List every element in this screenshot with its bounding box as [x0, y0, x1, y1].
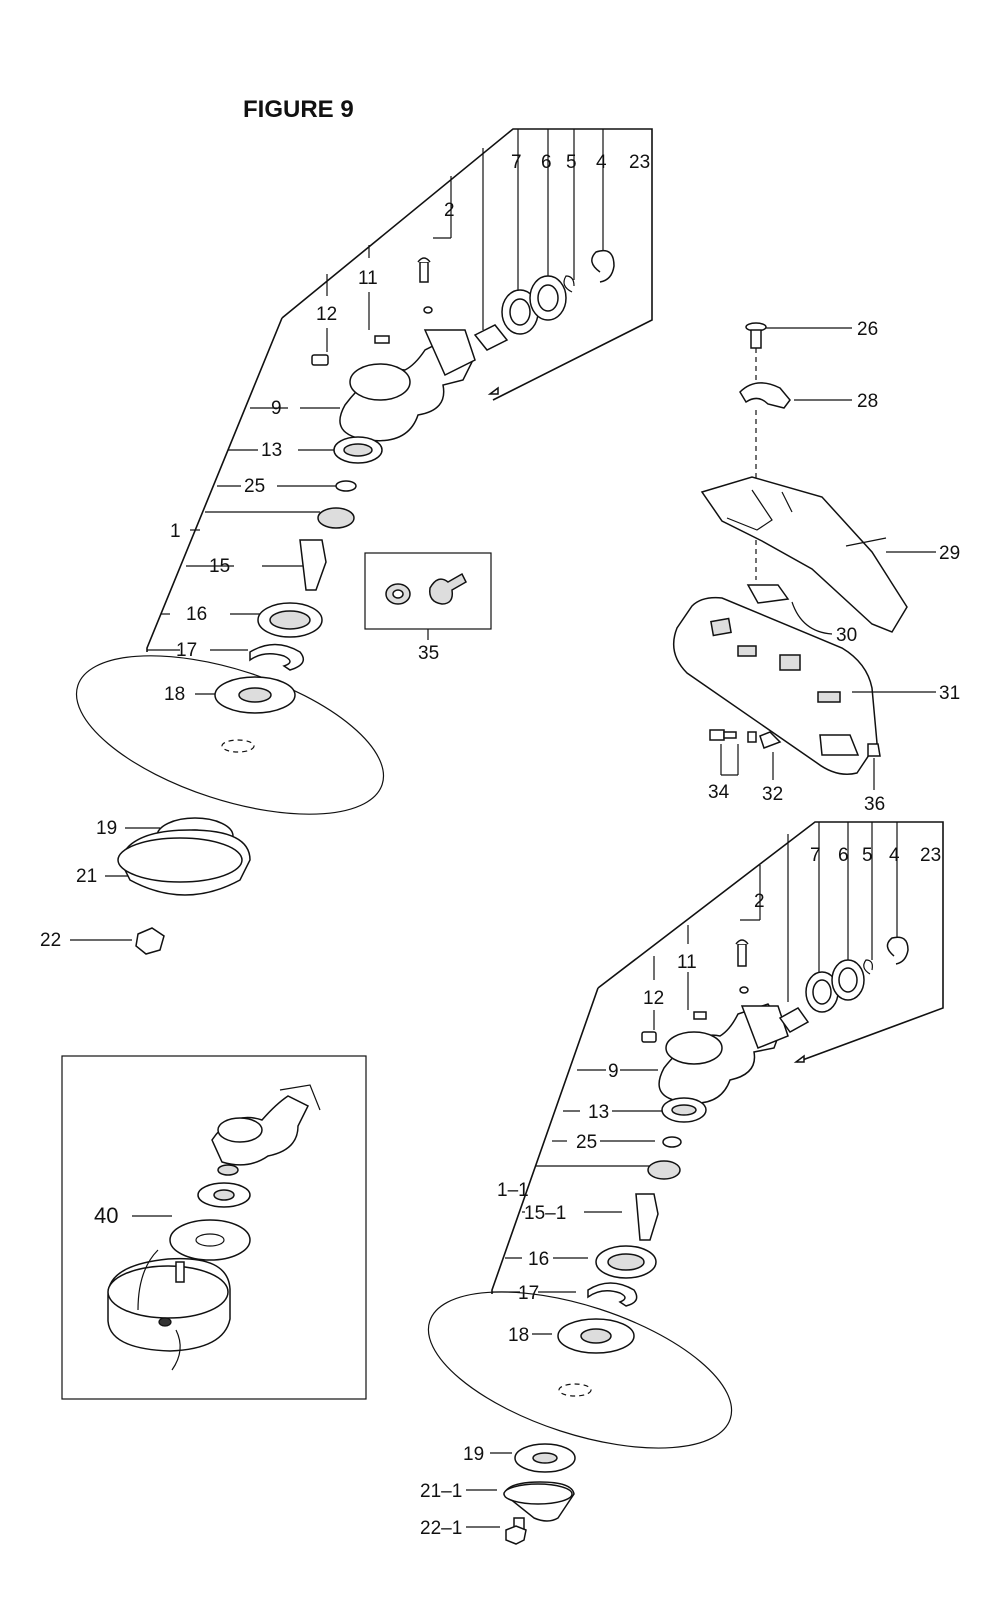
- callout-b-12: 12: [643, 988, 664, 1009]
- callout-a-23: 23: [629, 152, 650, 173]
- callout-a-18: 18: [164, 684, 185, 705]
- callout-guard-34: 34: [708, 782, 730, 803]
- callout-a-12: 12: [316, 304, 337, 325]
- callout-guard-30: 30: [836, 625, 857, 646]
- callout-a-2: 2: [444, 200, 455, 221]
- trimmer-head-box: 40: [61, 1055, 367, 1400]
- callout-b-11: 11: [677, 952, 697, 973]
- callout-guard-29: 29: [939, 543, 960, 564]
- callout-a-16: 16: [186, 604, 207, 625]
- assembly-a: 23 4 5 6 7 2 11 12 9 13 25 1 15 16 17 18…: [40, 128, 653, 955]
- callout-a-25: 25: [244, 476, 265, 497]
- callout-guard-32: 32: [762, 784, 783, 805]
- callout-a-5: 5: [566, 152, 577, 173]
- callout-b-16: 16: [528, 1249, 549, 1270]
- guard-assembly: 26 28 29 30 31 34 32 36: [672, 319, 960, 815]
- callout-a-4: 4: [596, 152, 607, 173]
- callout-b-4: 4: [889, 845, 900, 866]
- callout-b-17: 17: [518, 1283, 539, 1304]
- callout-a-11: 11: [358, 268, 378, 289]
- callout-b-9: 9: [608, 1061, 619, 1082]
- callout-a-21: 21: [76, 866, 97, 887]
- callout-b-2: 2: [754, 891, 765, 912]
- callout-b-7: 7: [810, 845, 821, 866]
- callout-a-19: 19: [96, 818, 117, 839]
- gear-set-label: 35: [418, 643, 439, 664]
- trimmer-head-label: 40: [94, 1203, 118, 1228]
- callout-guard-31: 31: [939, 683, 960, 704]
- callout-b-15-1: 15–1: [524, 1203, 566, 1224]
- callout-a-15: 15: [209, 556, 230, 577]
- callout-a-6: 6: [541, 152, 552, 173]
- callout-b-1-1: 1–1: [497, 1180, 529, 1201]
- callout-b-19: 19: [463, 1444, 484, 1465]
- callout-b-23: 23: [920, 845, 941, 866]
- callout-b-22-1: 22–1: [420, 1518, 462, 1539]
- callout-a-17: 17: [176, 640, 197, 661]
- callout-b-5: 5: [862, 845, 873, 866]
- callout-a-7: 7: [511, 152, 522, 173]
- callout-guard-28: 28: [857, 391, 878, 412]
- callout-b-6: 6: [838, 845, 849, 866]
- callout-b-18: 18: [508, 1325, 529, 1346]
- callout-a-22: 22: [40, 930, 61, 951]
- callout-guard-36: 36: [864, 794, 885, 815]
- callout-guard-26: 26: [857, 319, 878, 340]
- figure-title: FIGURE 9: [243, 96, 354, 123]
- callout-b-21-1: 21–1: [420, 1481, 462, 1502]
- gear-set-box: 35: [364, 552, 492, 664]
- callout-a-1: 1: [170, 521, 181, 542]
- assembly-b: 23 4 5 6 7 2 11 12 9 13 25 1–1 15–1 16 1…: [420, 821, 944, 1545]
- callout-a-13: 13: [261, 440, 282, 461]
- callout-b-13: 13: [588, 1102, 609, 1123]
- callout-b-25: 25: [576, 1132, 597, 1153]
- callout-a-9: 9: [271, 398, 282, 419]
